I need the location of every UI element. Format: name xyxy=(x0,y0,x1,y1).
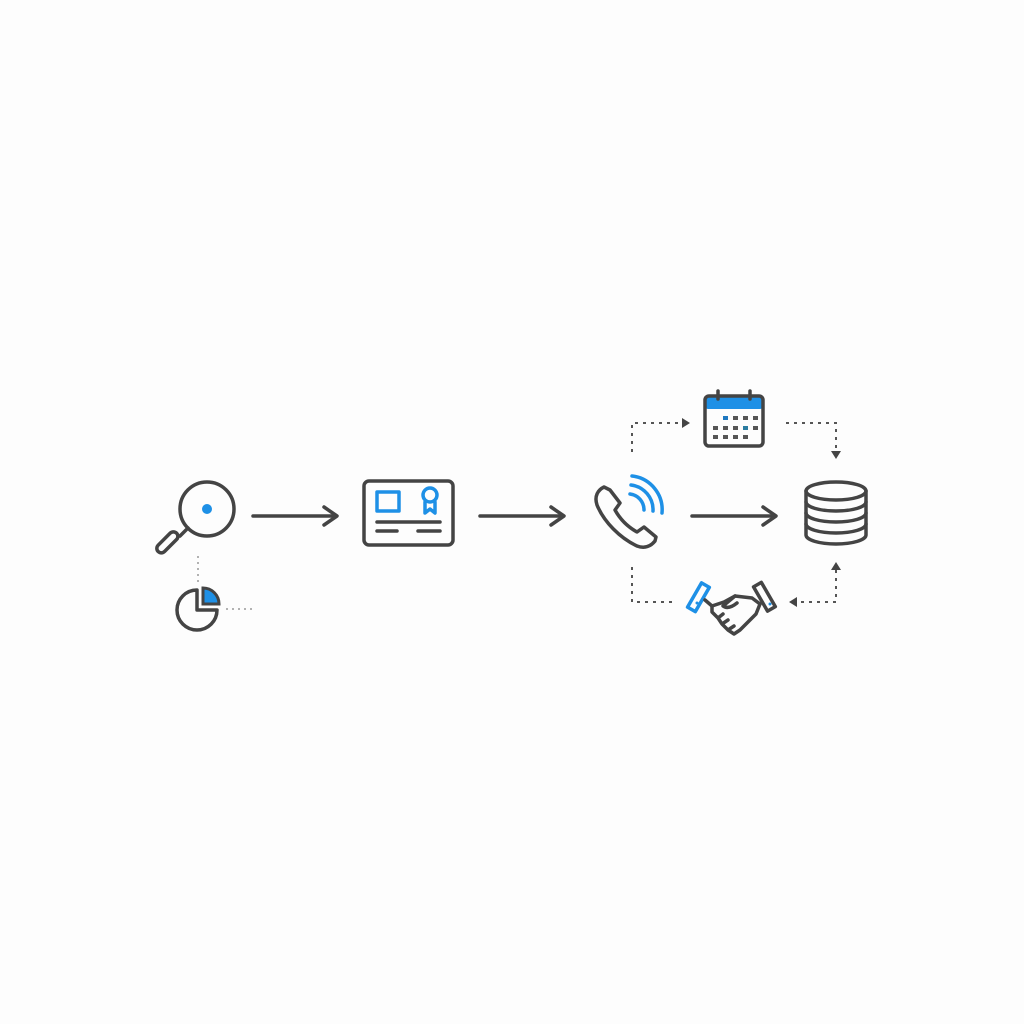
dotted-arrow xyxy=(631,418,690,452)
handshake-icon xyxy=(685,580,778,636)
arrow-connector xyxy=(478,505,566,527)
arrow-connector xyxy=(251,505,339,527)
dotted-arrow xyxy=(786,422,841,459)
pie-chart-icon xyxy=(175,586,221,632)
calendar-icon xyxy=(703,389,765,448)
dotted-connector xyxy=(631,567,676,603)
dotted-arrow xyxy=(789,562,841,607)
magnifier-icon xyxy=(155,480,236,555)
arrow-connector xyxy=(690,505,778,527)
id-card-icon xyxy=(362,479,455,547)
phone-ringing-icon xyxy=(594,474,664,549)
database-icon xyxy=(804,480,868,546)
